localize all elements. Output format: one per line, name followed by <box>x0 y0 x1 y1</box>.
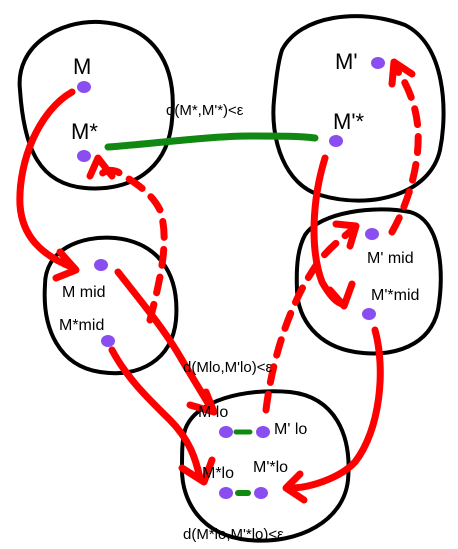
dashed-arrow-starmid-to-mstar <box>114 168 168 324</box>
label-m-prime-star: M'* <box>333 109 365 134</box>
arrowhead-star-lo <box>178 456 216 486</box>
arrow-mid-to-lo <box>114 268 216 414</box>
arrow-m-to-mid <box>16 88 78 272</box>
point-m-prime-star <box>329 135 343 147</box>
point-m-mid <box>94 259 108 271</box>
point-m-prime-star-lo <box>254 487 268 499</box>
label-m: M <box>73 54 91 79</box>
annotation-top-distance: d(M*,M'*)<ε <box>166 102 244 119</box>
label-m-lo: M lo <box>198 404 228 421</box>
point-m-prime-lo <box>256 426 270 438</box>
label-m-prime-mid: M' mid <box>367 250 414 267</box>
region-top-right <box>271 14 446 203</box>
label-m-prime: M' <box>335 49 358 74</box>
arrow-primestarmid-to-lo <box>286 326 384 492</box>
dashed-arrow-mprimemid-to-mprime <box>388 64 422 236</box>
label-m-star-lo: M*lo <box>202 465 234 482</box>
region-top-left <box>17 19 175 191</box>
label-m-prime-lo: M' lo <box>274 421 307 438</box>
point-m-star <box>77 150 91 162</box>
annotation-star-lo-distance: d(M*lo,M'*lo)<ε <box>183 526 284 543</box>
label-m-star: M* <box>71 119 98 144</box>
point-m-prime <box>371 57 385 69</box>
region-mid-left <box>42 235 179 376</box>
arrowhead-back-mprimemid <box>332 220 360 250</box>
arrowhead-back-mstar <box>86 154 116 180</box>
label-m-prime-star-lo: M'*lo <box>253 459 288 476</box>
point-m-star-lo <box>219 487 233 499</box>
arrowhead-m-mid <box>52 248 80 282</box>
green-link-top <box>104 132 319 151</box>
arrowhead-primestar-lo <box>282 470 308 504</box>
dashed-arrow-mprimelo-to-mprimemid <box>262 226 356 414</box>
arrowhead-m-lo <box>186 388 218 416</box>
point-m-star-mid <box>101 335 115 347</box>
label-m-star-mid: M*mid <box>59 317 104 334</box>
point-m-prime-star-mid <box>362 308 376 320</box>
point-m <box>77 81 91 93</box>
arrowhead-back-mprime <box>388 58 416 88</box>
arrow-primestar-to-mid <box>310 154 346 308</box>
arrow-starmid-to-starlo <box>108 346 204 482</box>
label-m-mid: M mid <box>62 284 106 301</box>
point-m-lo <box>219 426 233 438</box>
label-m-prime-star-mid: M'*mid <box>371 287 419 304</box>
point-m-prime-mid <box>365 228 379 240</box>
region-mid-right <box>294 207 443 356</box>
annotation-lo-distance: d(Mlo,M'lo)<ε <box>183 359 272 376</box>
arrowhead-primestar-mid <box>326 280 356 310</box>
